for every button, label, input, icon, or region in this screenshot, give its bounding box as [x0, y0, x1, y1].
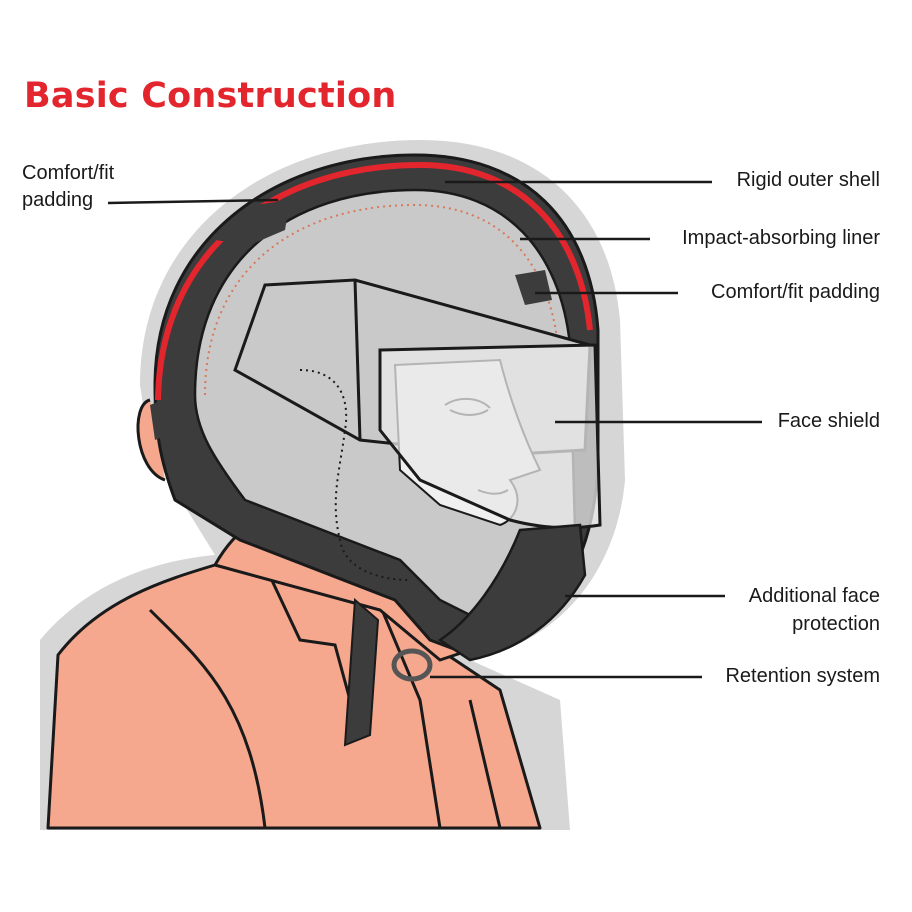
label-retention-system: Retention system: [725, 665, 880, 687]
comfort-pad-back: [150, 395, 180, 440]
jacket-seam: [148, 554, 502, 829]
eye-port-divider: [353, 279, 362, 441]
label-comfort-fit-padding-left-line1: Comfort/fit: [22, 162, 115, 184]
ear-cup-dotted: [299, 369, 411, 581]
comfort-pad-top: [215, 200, 290, 245]
label-comfort-fit-padding-left-line2: padding: [22, 189, 94, 211]
comfort-padding-dotted: [204, 203, 559, 396]
retention-strap: [343, 597, 380, 747]
label-face-shield: Face shield: [777, 410, 880, 432]
chin-bar: [437, 523, 587, 662]
label-additional-face-protection-line1: Additional face: [748, 585, 880, 607]
page-title: Basic Construction: [24, 76, 397, 116]
label-rigid-outer-shell: Rigid outer shell: [736, 169, 880, 191]
ear: [136, 398, 166, 482]
comfort-pad-front: [515, 270, 552, 305]
label-impact-absorbing-liner: Impact-absorbing liner: [682, 227, 880, 249]
leader-comfort-fit-padding-left: [107, 198, 279, 205]
label-additional-face-protection-line2: protection: [792, 613, 880, 635]
label-comfort-fit-padding-right: Comfort/fit padding: [711, 281, 880, 303]
d-ring: [391, 648, 433, 682]
